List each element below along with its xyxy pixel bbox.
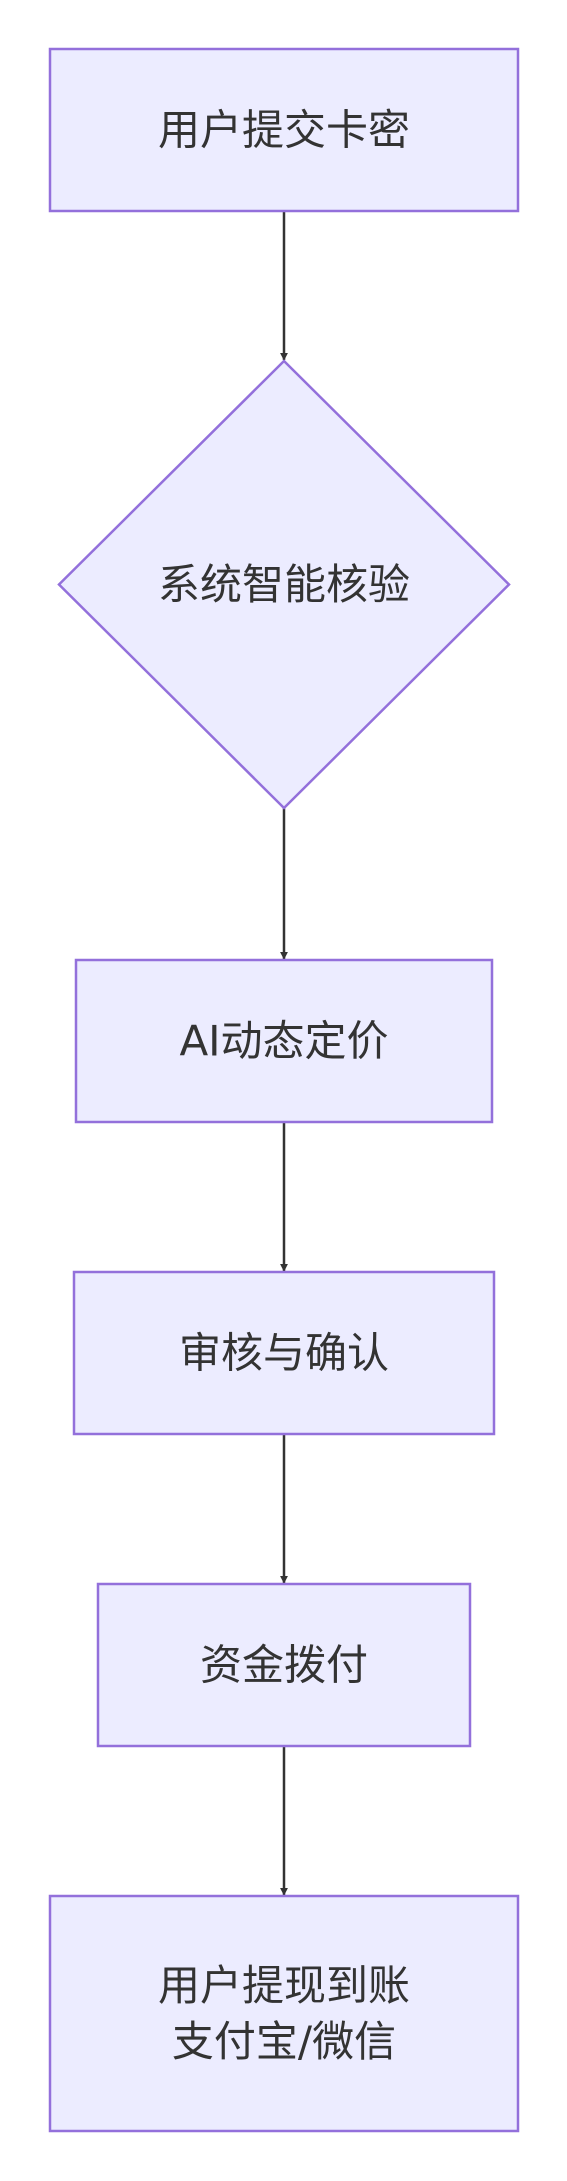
process-box <box>48 1894 520 2133</box>
process-box <box>72 1270 496 1436</box>
node-verify: 系统智能核验 <box>57 359 511 810</box>
node-label: 支付宝/微信 <box>172 2017 396 2066</box>
decision-diamond <box>57 359 511 810</box>
node-label: 资金拨付 <box>200 1641 368 1690</box>
node-submit: 用户提交卡密 <box>48 47 520 213</box>
node-label: AI动态定价 <box>179 1017 388 1066</box>
process-box <box>96 1582 472 1748</box>
process-box <box>74 958 494 1124</box>
node-label: 用户提现到账 <box>158 1961 410 2010</box>
node-label: 系统智能核验 <box>158 560 410 609</box>
node-payout: 资金拨付 <box>96 1582 472 1748</box>
node-pricing: AI动态定价 <box>74 958 494 1124</box>
process-box <box>48 47 520 213</box>
node-label: 用户提交卡密 <box>158 106 410 155</box>
node-label: 审核与确认 <box>179 1329 389 1378</box>
node-review: 审核与确认 <box>72 1270 496 1436</box>
